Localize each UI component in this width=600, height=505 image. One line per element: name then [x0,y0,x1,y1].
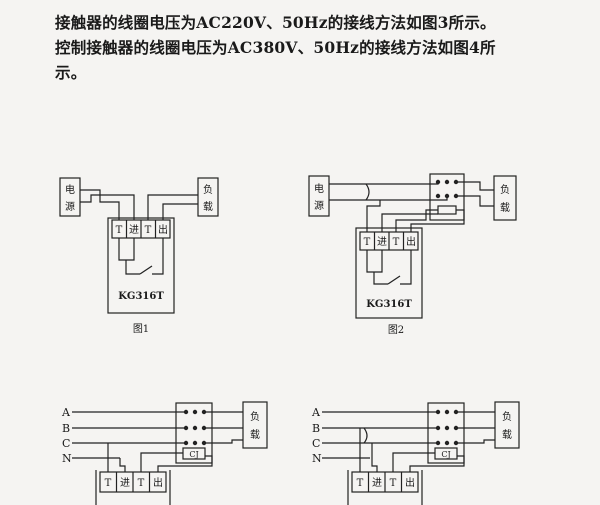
fig2-internal-loop [366,250,383,273]
fig3-load-label-bottom: 载 [250,429,260,441]
fig1-switch-contact [139,265,153,275]
fig1-caption: 图1 [133,323,149,335]
fig3-wire-load-c [204,439,243,444]
fig2-internal-wire [373,272,388,285]
fig2-contactor-box [429,173,465,221]
fig2-terminal-in: 进 [377,236,387,248]
fig2-model-label: KG316T [366,299,412,310]
fig3-terminal-t1: T [105,478,112,489]
fig4-wire-t2 [392,452,435,472]
fig3-label-c: C [62,437,70,450]
fig2-terminal-t1: T [364,237,371,248]
fig1-power-label-bottom: 源 [65,200,75,213]
fig4-load-label-bottom: 载 [502,429,512,441]
fig2-caption: 图2 [388,324,404,336]
fig3-coil-label: CJ [189,450,198,459]
fig2-wire-load-2 [456,195,494,207]
fig2-terminal-t2: T [393,237,400,248]
figure-3: A B C N CJ 负 载 T 进 T 出 [61,401,268,505]
fig1-terminal-t2: T [145,225,152,236]
fig2-wire-out [410,209,465,232]
fig4-contactor-box [427,402,465,464]
fig2-wire-crossover [365,183,370,201]
fig3-terminal-in: 进 [120,477,130,489]
fig4-wire-out [409,455,465,472]
fig4-terminal-out: 出 [405,476,415,489]
fig2-contactor-coil [437,205,457,215]
fig2-controller-box [355,227,423,319]
instruction-paragraph: 接触器的线圈电压为AC220V、50Hz的接线方法如图3所示。 控制接触器的线圈… [55,10,595,85]
fig2-wire-line-2 [329,196,448,201]
fig2-wire-in [381,213,438,232]
fig2-switch-contact [387,275,401,285]
fig3-wire-out [157,455,213,472]
fig2-wire-t1 [366,200,381,232]
fig4-coil-label: CJ [441,450,450,459]
fig1-wire-t2-to-load [147,194,198,220]
fig2-load-box [493,175,517,221]
fig4-terminal-in: 进 [372,477,382,489]
fig1-load-box [197,177,219,217]
fig3-terminal-out: 出 [153,476,163,489]
fig2-wire-line-1 [329,182,439,185]
fig4-load-label-top: 负 [502,410,512,423]
fig3-wire-t2 [140,452,183,472]
fig1-load-label-top: 负 [203,183,213,196]
fig2-internal-wire-out [400,250,412,285]
fig3-label-b: B [62,422,70,435]
fig4-wire-crossover [363,427,368,444]
fig1-model-label: KG316T [118,291,164,302]
fig2-power-label-top: 电 [314,182,324,195]
figure-1: 电 源 负 载 T 进 T 出 KG316T 图1 [59,177,219,335]
fig4-load-box [494,401,520,449]
fig4-wire-in [371,443,378,472]
fig4-terminal-t2: T [390,478,397,489]
fig2-load-label-bottom: 载 [500,202,510,214]
fig4-label-a: A [311,406,321,419]
fig4-label-c: C [312,437,320,450]
fig3-label-n: N [62,452,72,465]
fig1-internal-loop [118,238,135,261]
paragraph-line-1: 接触器的线圈电压为AC220V、50Hz的接线方法如图3所示。 [55,13,496,32]
fig4-label-b: B [312,422,320,435]
fig3-label-a: A [61,406,71,419]
paragraph-line-2: 控制接触器的线圈电压为AC380V、50Hz的接线方法如图4所 [55,38,496,57]
fig1-controller-box [107,217,175,314]
figure-4: A B C N CJ 负 载 T 进 T 出 [311,401,520,505]
fig4-wire-load-c [456,439,495,444]
fig1-terminal-out: 出 [158,223,168,236]
fig1-internal-wire [125,260,140,275]
fig3-load-label-top: 负 [250,410,260,423]
fig1-terminal-t1: T [116,225,123,236]
fig2-wire-load-1 [456,181,494,191]
fig4-terminal-t1: T [357,478,364,489]
fig2-wire-t2 [395,209,438,232]
paragraph-line-3: 示。 [55,63,87,82]
fig2-load-label-top: 负 [500,183,510,196]
fig4-label-n: N [312,452,322,465]
fig1-power-label-top: 电 [65,183,75,196]
fig1-terminal-in: 进 [129,224,139,236]
fig3-contactor-box [175,402,213,464]
fig1-load-label-bottom: 载 [203,201,213,213]
fig3-terminal-t2: T [138,478,145,489]
fig1-power-source-box [59,177,81,217]
fig1-wire-out-to-load [162,203,198,220]
fig3-wire-in [119,458,126,472]
fig2-power-source-box [308,175,330,217]
fig1-wire-power-to-in [80,194,135,220]
fig2-terminal-out: 出 [406,235,416,248]
fig3-load-box [242,401,268,449]
fig1-wire-power-to-t1 [80,189,120,220]
figure-2: 电 源 负 载 T 进 T 出 [308,173,517,336]
fig2-power-label-bottom: 源 [314,199,324,212]
fig1-internal-wire-out [152,238,164,275]
